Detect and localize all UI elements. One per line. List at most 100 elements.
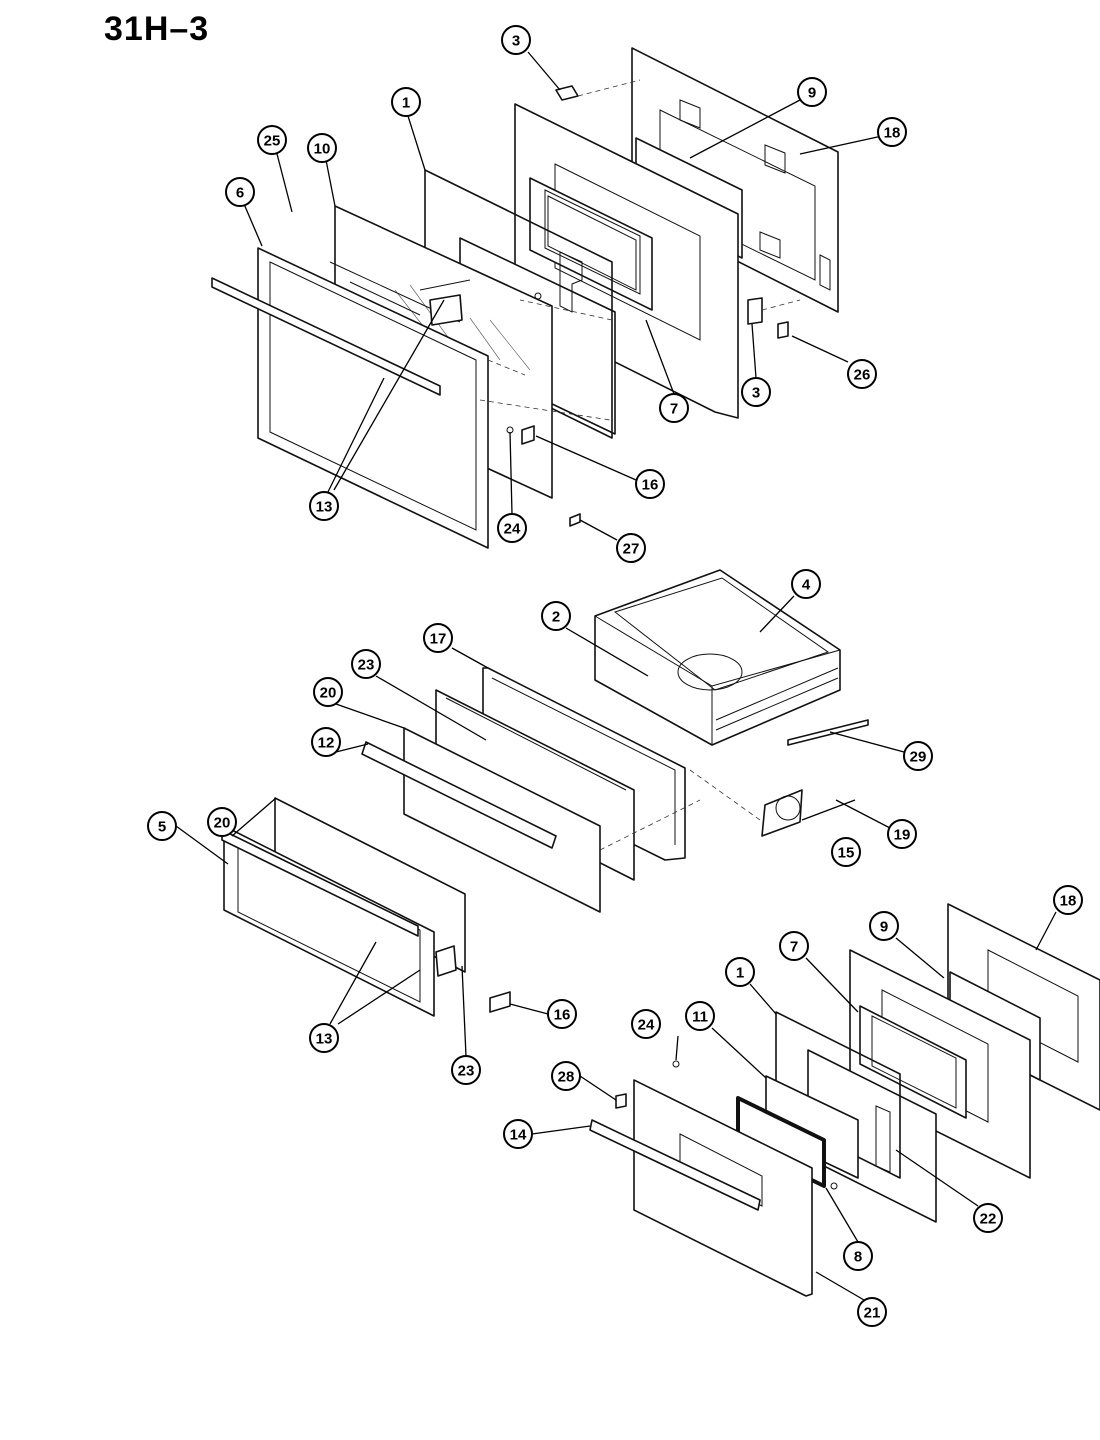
- callout-number: 16: [642, 477, 659, 494]
- callout-circle: [257, 125, 287, 155]
- callout-15: 15: [831, 837, 861, 867]
- callout-circle: [307, 133, 337, 163]
- callout-number: 8: [854, 1249, 862, 1266]
- callout-circle: [309, 491, 339, 521]
- callout-circle: [831, 837, 861, 867]
- page-title: 31H–3: [104, 10, 210, 48]
- callout-circle: [541, 601, 571, 631]
- callout-number: 15: [838, 845, 855, 862]
- callout-23: 23: [351, 649, 381, 679]
- callout-17: 17: [423, 623, 453, 653]
- top-door-assembly: [211, 47, 839, 549]
- callout-number: 21: [864, 1305, 881, 1322]
- callout-circle: [685, 1001, 715, 1031]
- callout-number: 7: [670, 401, 678, 418]
- callout-number: 13: [316, 1031, 333, 1048]
- callout-29: 29: [903, 741, 933, 771]
- callout-3: 3: [741, 377, 771, 407]
- callout-number: 17: [430, 631, 447, 648]
- callout-number: 3: [752, 385, 760, 402]
- callout-1: 1: [391, 87, 421, 117]
- drawer-front-frame: [223, 825, 435, 1017]
- callout-28: 28: [551, 1061, 581, 1091]
- callout-circle: [147, 811, 177, 841]
- callout-circle: [547, 999, 577, 1029]
- callout-number: 25: [264, 133, 281, 150]
- callout-number: 24: [638, 1017, 655, 1034]
- callout-9: 9: [797, 77, 827, 107]
- callout-circle: [857, 1297, 887, 1327]
- callout-circle: [497, 513, 527, 543]
- callout-circle: [501, 25, 531, 55]
- callout-12: 12: [311, 727, 341, 757]
- callout-number: 6: [236, 185, 244, 202]
- callout-18: 18: [877, 117, 907, 147]
- drawer-roller-bracket: [761, 789, 803, 837]
- callout-circle: [391, 87, 421, 117]
- callout-7: 7: [659, 393, 689, 423]
- door-back-panel: [631, 47, 839, 313]
- callout-circle: [779, 931, 809, 961]
- leader-lines: [175, 51, 1057, 1301]
- callout-circle: [869, 911, 899, 941]
- callout-circle: [631, 1009, 661, 1039]
- callout-24: 24: [497, 513, 527, 543]
- callout-1: 1: [725, 957, 755, 987]
- callout-circle: [616, 533, 646, 563]
- callout-20: 20: [313, 677, 343, 707]
- callout-23: 23: [451, 1055, 481, 1085]
- callout-circle: [635, 469, 665, 499]
- clip-27: [569, 513, 581, 527]
- callout-8: 8: [843, 1241, 873, 1271]
- callout-number: 28: [558, 1069, 575, 1086]
- callout-circle: [887, 819, 917, 849]
- callout-circle: [1053, 885, 1083, 915]
- callout-circle: [309, 1023, 339, 1053]
- callout-number: 18: [1060, 893, 1077, 910]
- callout-number: 12: [318, 735, 335, 752]
- bottom-door-assembly: [589, 903, 1100, 1297]
- callout-circle: [903, 741, 933, 771]
- callout-number: 23: [458, 1063, 475, 1080]
- callout-circle: [313, 677, 343, 707]
- door-handle: [211, 277, 441, 396]
- callout-26: 26: [847, 359, 877, 389]
- callout-25: 25: [257, 125, 287, 155]
- callout-number: 20: [320, 685, 337, 702]
- callout-circle: [791, 569, 821, 599]
- drawer-rod: [787, 719, 869, 746]
- inner-window-frame: [529, 177, 653, 311]
- drawer-assembly: [221, 569, 869, 1017]
- callout-circle: [741, 377, 771, 407]
- callout-number: 2: [552, 609, 560, 626]
- callout-circle: [797, 77, 827, 107]
- label-16-lower: [489, 991, 511, 1013]
- callout-27: 27: [616, 533, 646, 563]
- callout-16: 16: [635, 469, 665, 499]
- callout-number: 14: [510, 1127, 527, 1144]
- callout-14: 14: [503, 1119, 533, 1149]
- callout-circle: [551, 1061, 581, 1091]
- callout-19: 19: [887, 819, 917, 849]
- callout-circle: [351, 649, 381, 679]
- callout-circle: [973, 1203, 1003, 1233]
- callout-number: 29: [910, 749, 927, 766]
- callout-circle: [423, 623, 453, 653]
- callout-10: 10: [307, 133, 337, 163]
- callout-number: 16: [554, 1007, 571, 1024]
- clip-26: [777, 321, 789, 339]
- callout-18: 18: [1053, 885, 1083, 915]
- callout-number: 9: [808, 85, 816, 102]
- callout-number: 1: [736, 965, 744, 982]
- drawer-tub: [594, 569, 841, 746]
- lower-window-frame: [859, 1005, 967, 1119]
- callout-4: 4: [791, 569, 821, 599]
- clip-28: [615, 1093, 627, 1109]
- callout-circle: [659, 393, 689, 423]
- callout-number: 26: [854, 367, 871, 384]
- callout-11: 11: [685, 1001, 715, 1031]
- lower-door-back-panel: [947, 903, 1100, 1111]
- label-16: [521, 425, 535, 445]
- callout-number: 19: [894, 827, 911, 844]
